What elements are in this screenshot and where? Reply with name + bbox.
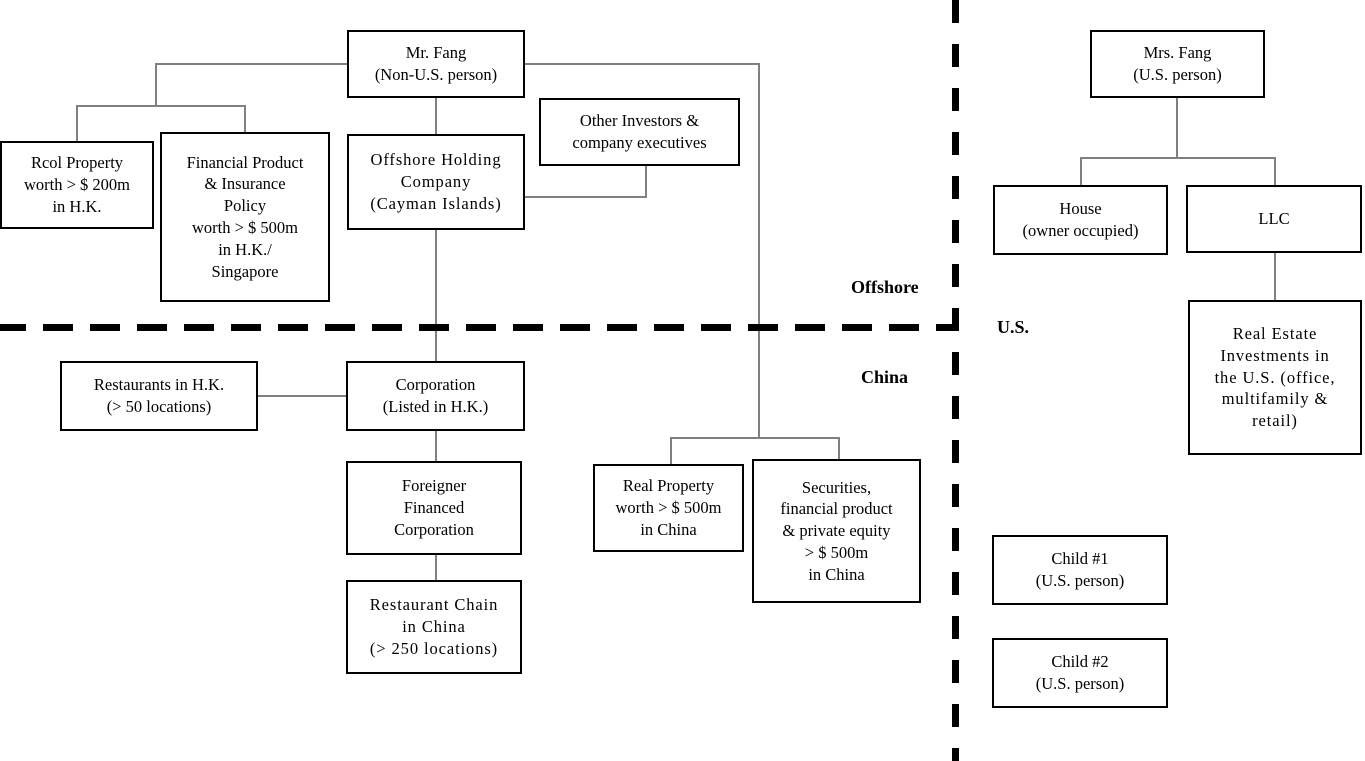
node-mrs-fang[interactable]: Mrs. Fang (U.S. person) xyxy=(1090,30,1265,98)
node-mr-fang-label: Mr. Fang (Non-U.S. person) xyxy=(374,43,498,84)
connector-to-llc xyxy=(1274,157,1276,187)
node-mr-fang[interactable]: Mr. Fang (Non-U.S. person) xyxy=(347,30,525,98)
region-label-us: U.S. xyxy=(997,317,1030,337)
node-securities-china[interactable]: Securities, financial product & private … xyxy=(752,459,921,603)
node-child-2-label: Child #2 (U.S. person) xyxy=(1035,652,1125,693)
node-offshore-holding-company-label: Offshore Holding Company (Cayman Islands… xyxy=(370,150,502,213)
node-real-property-hk[interactable]: Rcol Property worth > $ 200m in H.K. xyxy=(0,141,154,229)
node-mrs-fang-label: Mrs. Fang (U.S. person) xyxy=(1133,43,1222,84)
connector-to-securities-china xyxy=(838,437,840,461)
node-corporation-listed-hk-label: Corporation (Listed in H.K.) xyxy=(382,375,489,416)
node-corporation-listed-hk[interactable]: Corporation (Listed in H.K.) xyxy=(346,361,525,431)
node-offshore-holding-company[interactable]: Offshore Holding Company (Cayman Islands… xyxy=(347,134,525,230)
node-financial-product-insurance[interactable]: Financial Product & Insurance Policy wor… xyxy=(160,132,330,302)
node-securities-china-label: Securities, financial product & private … xyxy=(780,477,893,584)
node-child-1[interactable]: Child #1 (U.S. person) xyxy=(992,535,1168,605)
divider-us-boundary xyxy=(952,0,959,761)
connector-to-real-property-china xyxy=(670,437,672,466)
connector-mrsfang-split-bar xyxy=(1080,157,1276,159)
region-label-offshore: Offshore xyxy=(851,277,919,297)
node-house-label: House (owner occupied) xyxy=(1022,199,1139,240)
connector-mrfang-right-horizontal xyxy=(524,63,760,65)
connector-mrsfang-drop xyxy=(1176,96,1178,158)
connector-to-financial-product xyxy=(244,105,246,134)
connector-mrfang-to-offshore-holding xyxy=(435,96,437,136)
node-real-estate-investments-us-label: Real Estate Investments in the U.S. (off… xyxy=(1214,324,1336,431)
region-label-china: China xyxy=(861,367,909,387)
connector-other-investors-drop xyxy=(645,166,647,198)
node-real-property-hk-label: Rcol Property worth > $ 200m in H.K. xyxy=(23,153,130,216)
node-child-2[interactable]: Child #2 (U.S. person) xyxy=(992,638,1168,708)
connector-mrfang-left-horizontal xyxy=(156,63,348,65)
node-restaurant-chain-china[interactable]: Restaurant Chain in China (> 250 locatio… xyxy=(346,580,522,674)
connector-corporation-to-foreigner-financed xyxy=(435,429,437,463)
connector-foreigner-financed-to-restaurant-chain xyxy=(435,553,437,582)
node-real-property-china-label: Real Property worth > $ 500m in China xyxy=(615,476,722,539)
node-llc[interactable]: LLC xyxy=(1186,185,1362,253)
node-child-1-label: Child #1 (U.S. person) xyxy=(1035,549,1125,590)
node-restaurants-hk[interactable]: Restaurants in H.K. (> 50 locations) xyxy=(60,361,258,431)
connector-to-real-property-hk xyxy=(76,105,78,143)
node-real-estate-investments-us[interactable]: Real Estate Investments in the U.S. (off… xyxy=(1188,300,1362,455)
connector-left-branch-bar xyxy=(76,105,246,107)
connector-corporation-to-restaurants xyxy=(256,395,348,397)
connector-other-investors-to-offshore-holding xyxy=(524,196,647,198)
node-house[interactable]: House (owner occupied) xyxy=(993,185,1168,255)
node-restaurant-chain-china-label: Restaurant Chain in China (> 250 locatio… xyxy=(369,595,499,658)
node-financial-product-insurance-label: Financial Product & Insurance Policy wor… xyxy=(186,152,304,281)
divider-offshore-china xyxy=(0,324,958,331)
connector-right-trunk-vertical xyxy=(758,63,760,439)
node-foreigner-financed-corporation[interactable]: Foreigner Financed Corporation xyxy=(346,461,522,555)
node-real-property-china[interactable]: Real Property worth > $ 500m in China xyxy=(593,464,744,552)
connector-llc-to-real-estate xyxy=(1274,251,1276,302)
node-other-investors-label: Other Investors & company executives xyxy=(572,111,707,152)
node-other-investors[interactable]: Other Investors & company executives xyxy=(539,98,740,166)
connector-mrfang-left-drop xyxy=(155,63,157,107)
node-restaurants-hk-label: Restaurants in H.K. (> 50 locations) xyxy=(93,375,225,416)
connector-to-house xyxy=(1080,157,1082,187)
node-foreigner-financed-corporation-label: Foreigner Financed Corporation xyxy=(394,476,474,539)
node-llc-label: LLC xyxy=(1258,209,1290,229)
connector-right-trunk-bottom-bar xyxy=(670,437,840,439)
connector-offshore-holding-to-corporation xyxy=(435,228,437,363)
